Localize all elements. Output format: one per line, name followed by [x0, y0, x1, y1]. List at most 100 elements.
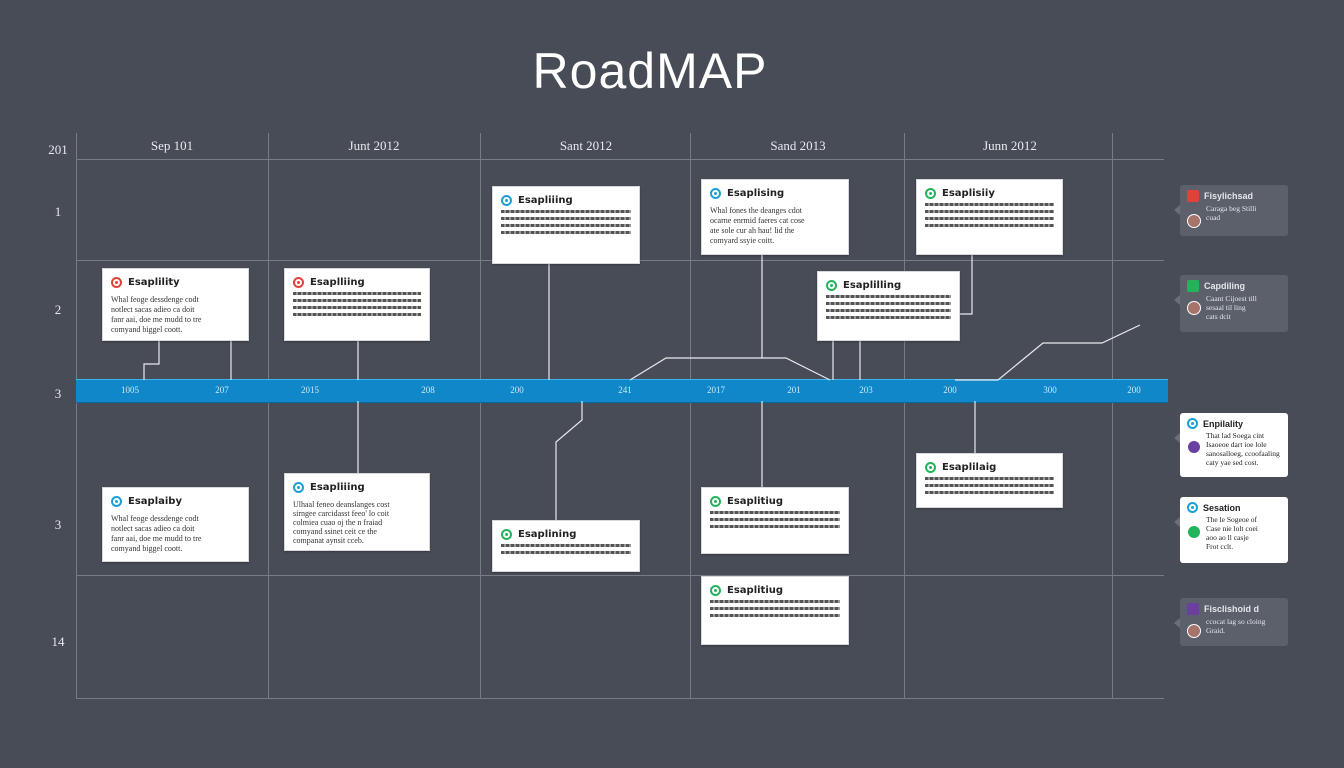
check-circle-icon [501, 528, 512, 540]
card-description: Ulhaal feneo deanslanges cost sirngee ca… [293, 500, 390, 545]
connector-line [555, 401, 583, 520]
side-note-text: Caraga beg Stilli cuad [1206, 204, 1257, 222]
roadmap-card[interactable]: Esaplilling [817, 271, 960, 341]
redacted-text [925, 203, 1054, 206]
timeline-tick-label: 207 [215, 385, 229, 395]
side-note-text: ccocat lag so cloing Graid. [1206, 617, 1266, 635]
connector-line [955, 324, 1141, 381]
redacted-text [710, 607, 840, 610]
grid-line [76, 698, 1164, 699]
roadmap-card[interactable]: Esaplaiby Whal feoge dessdenge codt notl… [102, 487, 249, 562]
redacted-text [293, 313, 421, 316]
page-title: RoadMAP [532, 43, 768, 99]
roadmap-card[interactable]: Esaplilaig [916, 453, 1063, 508]
column-label: Junn 2012 [983, 138, 1037, 153]
column-label: Sep 101 [150, 138, 194, 153]
check-circle-icon [710, 584, 721, 596]
redacted-text [925, 224, 1054, 227]
roadmap-card[interactable]: Esaplining [492, 520, 640, 572]
timeline-tick-label: 203 [859, 385, 873, 395]
row-label: 3 [54, 386, 62, 401]
check-circle-icon [710, 495, 721, 507]
roadmap-card[interactable]: Esapliiing [492, 186, 640, 264]
card-description: Whal feoge dessdenge codt notlect sacas … [111, 514, 202, 553]
side-note[interactable]: Fisylichsad Caraga beg Stilli cuad [1174, 185, 1288, 236]
roadmap-card[interactable]: Esaplitiug [701, 576, 849, 645]
grid-line [76, 133, 77, 699]
side-note-title: Fisclishoid d [1204, 604, 1260, 614]
check-circle-icon [925, 187, 936, 199]
row-label: 1 [54, 204, 62, 219]
redacted-text [501, 217, 631, 220]
connector-line [958, 255, 973, 315]
roadmap-card[interactable]: Esaplility Whal feoge dessdenge codt not… [102, 268, 249, 341]
card-title: Esaplisiiy [942, 187, 995, 199]
avatar [1187, 301, 1201, 315]
timeline-tick-label: 241 [618, 385, 632, 395]
side-note-title: Capdiling [1204, 281, 1245, 291]
redacted-text [501, 224, 631, 227]
side-note[interactable]: Capdiling Caant Cijoest till sesaal til … [1174, 275, 1288, 332]
side-note[interactable]: Fisclishoid d ccocat lag so cloing Graid… [1174, 598, 1288, 646]
timeline-bar [76, 379, 1168, 403]
side-note-title: Sesation [1203, 502, 1241, 513]
connector-line [761, 255, 831, 381]
timeline-tick-label: 1005 [121, 385, 139, 395]
redacted-text [501, 551, 631, 554]
roadmap-card[interactable]: Esapliiing Ulhaal feneo deanslanges cost… [284, 473, 430, 551]
redacted-text [293, 306, 421, 309]
check-circle-icon [1187, 502, 1198, 513]
card-title: Esaplitiug [727, 495, 784, 507]
alert-circle-icon [111, 276, 122, 288]
redacted-text [826, 309, 951, 312]
roadmap-card[interactable]: Esaplisiiy [916, 179, 1063, 255]
card-title: Esaplising [727, 187, 785, 199]
check-circle-icon [925, 461, 936, 473]
roadmap-card[interactable]: Esaplising Whal fones the deanges cdot o… [701, 179, 849, 255]
grid-line [76, 159, 1164, 160]
redacted-text [826, 302, 951, 305]
side-note[interactable]: Enpilality That lad Soega cint Isaoeoe d… [1174, 413, 1288, 477]
avatar [1187, 440, 1201, 454]
column-label: Sand 2013 [770, 138, 826, 153]
avatar [1187, 624, 1201, 638]
roadmap-card[interactable]: Esaplliing [284, 268, 430, 341]
redacted-text [826, 316, 951, 319]
card-title: Esapliiing [310, 481, 365, 493]
column-label: Junt 2012 [348, 138, 400, 153]
facebook-icon [1187, 603, 1199, 615]
column-label: Sant 2012 [559, 138, 613, 153]
comment-icon [1187, 280, 1199, 292]
timeline-tick-label: 201 [787, 385, 801, 395]
check-circle-icon [826, 279, 837, 291]
card-title: Esapliiing [518, 194, 573, 206]
card-title: Esaplining [518, 528, 577, 540]
grid-line [76, 575, 1164, 576]
status-icon [1187, 525, 1201, 539]
check-circle-icon [501, 194, 512, 206]
check-circle-icon [111, 495, 122, 507]
redacted-text [925, 484, 1054, 487]
check-circle-icon [710, 187, 721, 199]
side-note-title: Fisylichsad [1204, 191, 1254, 201]
card-title: Esaplitiug [727, 584, 784, 596]
timeline-tick-label: 200 [943, 385, 957, 395]
redacted-text [293, 292, 421, 295]
connector-line [143, 340, 160, 380]
card-title: Esaplilaig [942, 461, 997, 473]
roadmap-card[interactable]: Esaplitiug [701, 487, 849, 554]
redacted-text [710, 600, 840, 603]
row-label: 3 [54, 517, 62, 532]
redacted-text [501, 231, 631, 234]
side-note-text: That lad Soega cint Isaoeoe dart ioe lol… [1206, 431, 1280, 467]
timeline-tick-label: 2015 [301, 385, 319, 395]
redacted-text [710, 525, 840, 528]
redacted-text [501, 210, 631, 213]
corner-label: 201 [48, 142, 68, 157]
side-note[interactable]: Sesation The le Sogeoe of Case nie lolt … [1174, 497, 1288, 563]
flag-icon [1187, 190, 1199, 202]
side-note-text: Caant Cijoest till sesaal til ling cats … [1206, 294, 1257, 321]
card-title: Esaplility [128, 276, 180, 288]
row-label: 2 [54, 302, 62, 317]
